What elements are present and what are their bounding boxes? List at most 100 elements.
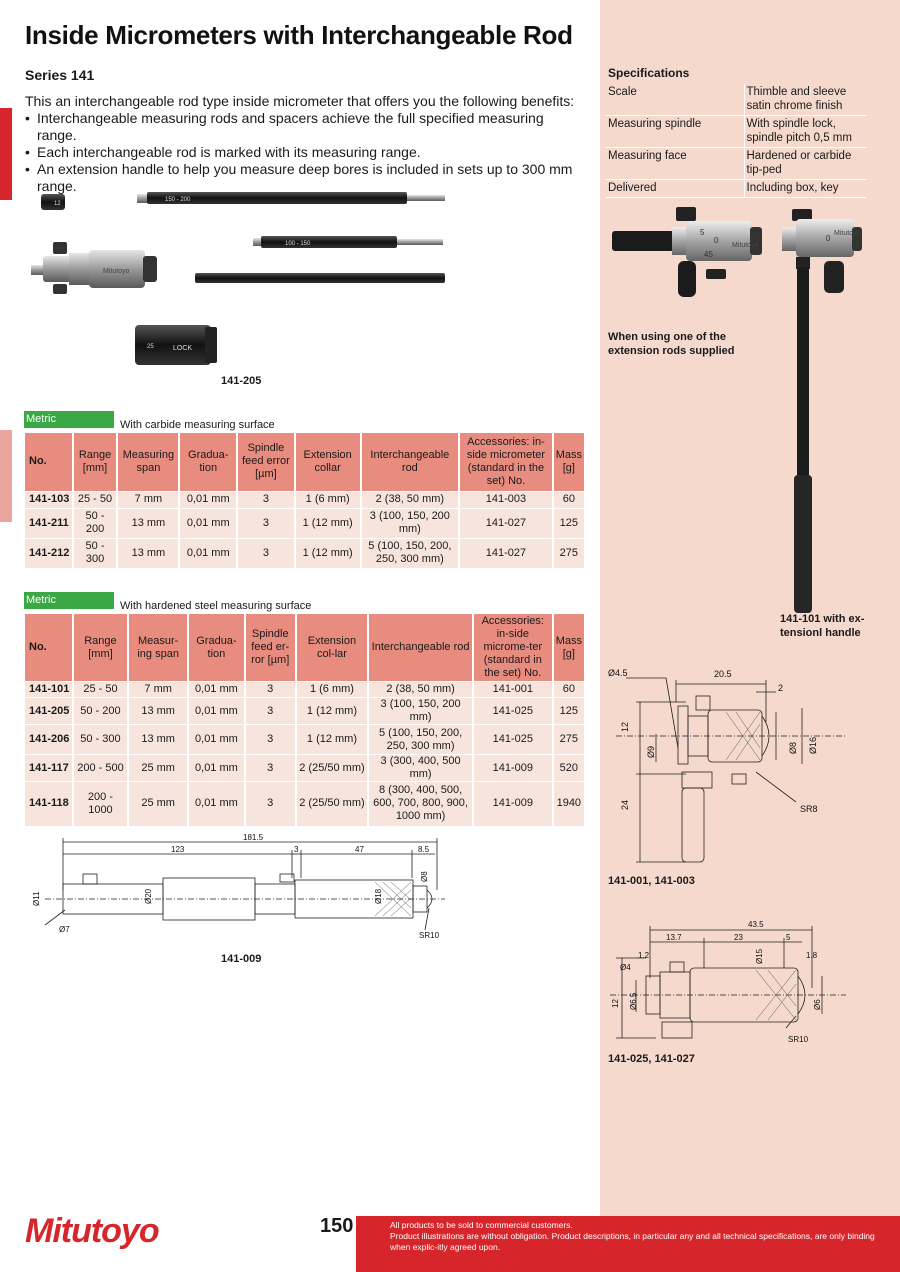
col-header: Mass [g] <box>552 433 587 491</box>
drawing-caption: 141-009 <box>221 953 262 965</box>
dim-label: Ø11 <box>32 891 41 906</box>
col-header: Extension col-lar <box>295 614 370 682</box>
dim-label: Ø9 <box>646 746 656 758</box>
dim-label: Ø15 <box>755 948 764 964</box>
cell: 13 mm <box>117 507 181 538</box>
table-row: 141-103 25 - 50 7 mm 0,01 mm 3 1 (6 mm) … <box>25 490 587 508</box>
cell: 275 <box>552 724 587 755</box>
extension-caption: When using one of the extension rods sup… <box>608 331 735 357</box>
dim-label: 13.7 <box>666 933 682 942</box>
handle-caption: 141-101 with ex-tensionl handle <box>780 613 865 639</box>
brand-mark: Mitutoyo <box>834 230 861 237</box>
cell: 125 <box>552 697 587 725</box>
dim-label: Ø18 <box>374 888 383 904</box>
col-header: Mass [g] <box>552 614 587 682</box>
table-subtitle: With carbide measuring surface <box>120 419 275 431</box>
cell: 200 - 1000 <box>72 781 130 826</box>
cell: 141-025 <box>472 724 554 755</box>
cell: 0,01 mm <box>188 724 246 755</box>
metric-tag: Metric <box>24 411 114 428</box>
cell: 3 (300, 400, 500 mm) <box>368 754 474 782</box>
cell: 50 - 200 <box>72 697 130 725</box>
col-header: Measuring span <box>117 433 181 491</box>
table-row: 141-212 50 - 300 13 mm 0,01 mm 3 1 (12 m… <box>25 537 587 568</box>
dial-mark: 5 <box>700 228 705 237</box>
benefit-list: Interchangeable measuring rods and space… <box>25 110 585 195</box>
cell-no: 141-212 <box>25 537 74 568</box>
specs-value: Including box, key <box>744 179 866 198</box>
cell-no: 141-118 <box>25 781 74 826</box>
usage-photos: 0 5 45 Mitutoyo 0 Mitutoyo <box>612 207 862 613</box>
benefit-item: An extension handle to help you measure … <box>25 161 585 195</box>
col-header: Extension collar <box>294 433 362 491</box>
dim-label: 8.5 <box>418 845 430 854</box>
col-header: Interchangeable rod <box>368 614 474 682</box>
dim-label: 20.5 <box>714 669 732 679</box>
cell: 141-025 <box>472 697 554 725</box>
dim-label: Ø20 <box>144 888 153 904</box>
intro-sentence: This an interchangeable rod type inside … <box>25 93 575 109</box>
cell-no: 141-205 <box>25 697 74 725</box>
cell: 141-009 <box>472 781 554 826</box>
cell-no: 141-211 <box>25 507 74 538</box>
cell: 1 (6 mm) <box>294 490 362 508</box>
table-row: 141-117 200 - 500 25 mm 0,01 mm 3 2 (25/… <box>25 754 587 782</box>
dim-label: Ø16 <box>808 737 818 754</box>
brand-logo: Mitutoyo <box>25 1212 160 1250</box>
col-header: Accessories: in-side micrometer (standar… <box>459 433 554 491</box>
spacer-label: 12 <box>54 201 61 207</box>
cell: 1 (12 mm) <box>294 507 362 538</box>
dim-label: 43.5 <box>748 920 764 929</box>
cell: 13 mm <box>117 537 181 568</box>
dial-mark: 0 <box>826 234 831 243</box>
cell: 2 (25/50 mm) <box>295 754 370 782</box>
specs-key: Measuring spindle <box>606 115 745 148</box>
dim-label: SR10 <box>419 931 440 940</box>
cell: 7 mm <box>117 490 181 508</box>
dim-label: 5 <box>786 933 791 942</box>
cell: 0,01 mm <box>188 781 246 826</box>
dim-label: 24 <box>620 800 630 810</box>
table-subtitle: With hardened steel measuring surface <box>120 600 312 612</box>
dim-label: 23 <box>734 933 743 942</box>
dial-mark: 0 <box>714 236 719 245</box>
cell: 141-001 <box>472 681 554 698</box>
footer-disclaimer: All products to be sold to commercial cu… <box>356 1216 900 1272</box>
cell: 60 <box>552 490 587 508</box>
cell: 50 - 200 <box>72 507 119 538</box>
cell: 141-009 <box>472 754 554 782</box>
col-header: Gradua-tion <box>179 433 239 491</box>
col-header: Spindle feed error [µm] <box>237 433 296 491</box>
dim-label: 12 <box>620 722 630 732</box>
drawing-141-009: 181.5 123 3 47 8.5 Ø11 Ø20 Ø18 Ø8 Ø7 SR1… <box>32 833 445 940</box>
table-row: 141-118 200 - 1000 25 mm 0,01 mm 3 2 (25… <box>25 781 587 826</box>
cell: 0,01 mm <box>188 681 246 698</box>
specs-key: Delivered <box>606 179 745 198</box>
col-header: Range [mm] <box>72 614 130 682</box>
col-header: Spindle feed er-ror [µm] <box>244 614 297 682</box>
dim-label: Ø6.5 <box>629 992 638 1010</box>
col-header: No. <box>25 614 74 682</box>
product-table-steel: No. Range [mm] Measur-ing span Gradua-ti… <box>25 614 587 826</box>
dim-label: Ø8 <box>788 742 798 754</box>
dim-label: Ø4 <box>620 963 631 972</box>
cell: 3 <box>237 507 296 538</box>
cell: 141-027 <box>459 537 554 568</box>
cell: 3 <box>244 697 297 725</box>
cell: 520 <box>552 754 587 782</box>
cell: 3 <box>244 681 297 698</box>
cell: 0,01 mm <box>188 754 246 782</box>
set-caption: 141-205 <box>221 375 262 387</box>
specs-row: Measuring face Hardened or carbide tip-p… <box>606 147 866 180</box>
collar-label: 25 <box>147 344 154 350</box>
cell: 25 mm <box>128 754 190 782</box>
dim-label: 1.2 <box>638 951 650 960</box>
dim-label: 1.8 <box>806 951 818 960</box>
cell-no: 141-206 <box>25 724 74 755</box>
col-header: Gradua-tion <box>188 614 246 682</box>
dial-mark: 45 <box>704 250 713 259</box>
dim-label: Ø8 <box>420 871 429 882</box>
specs-table: Scale Thimble and sleeve satin chrome fi… <box>606 84 866 198</box>
dim-label: 2 <box>778 683 783 693</box>
drawing-caption: 141-001, 141-003 <box>608 875 695 887</box>
